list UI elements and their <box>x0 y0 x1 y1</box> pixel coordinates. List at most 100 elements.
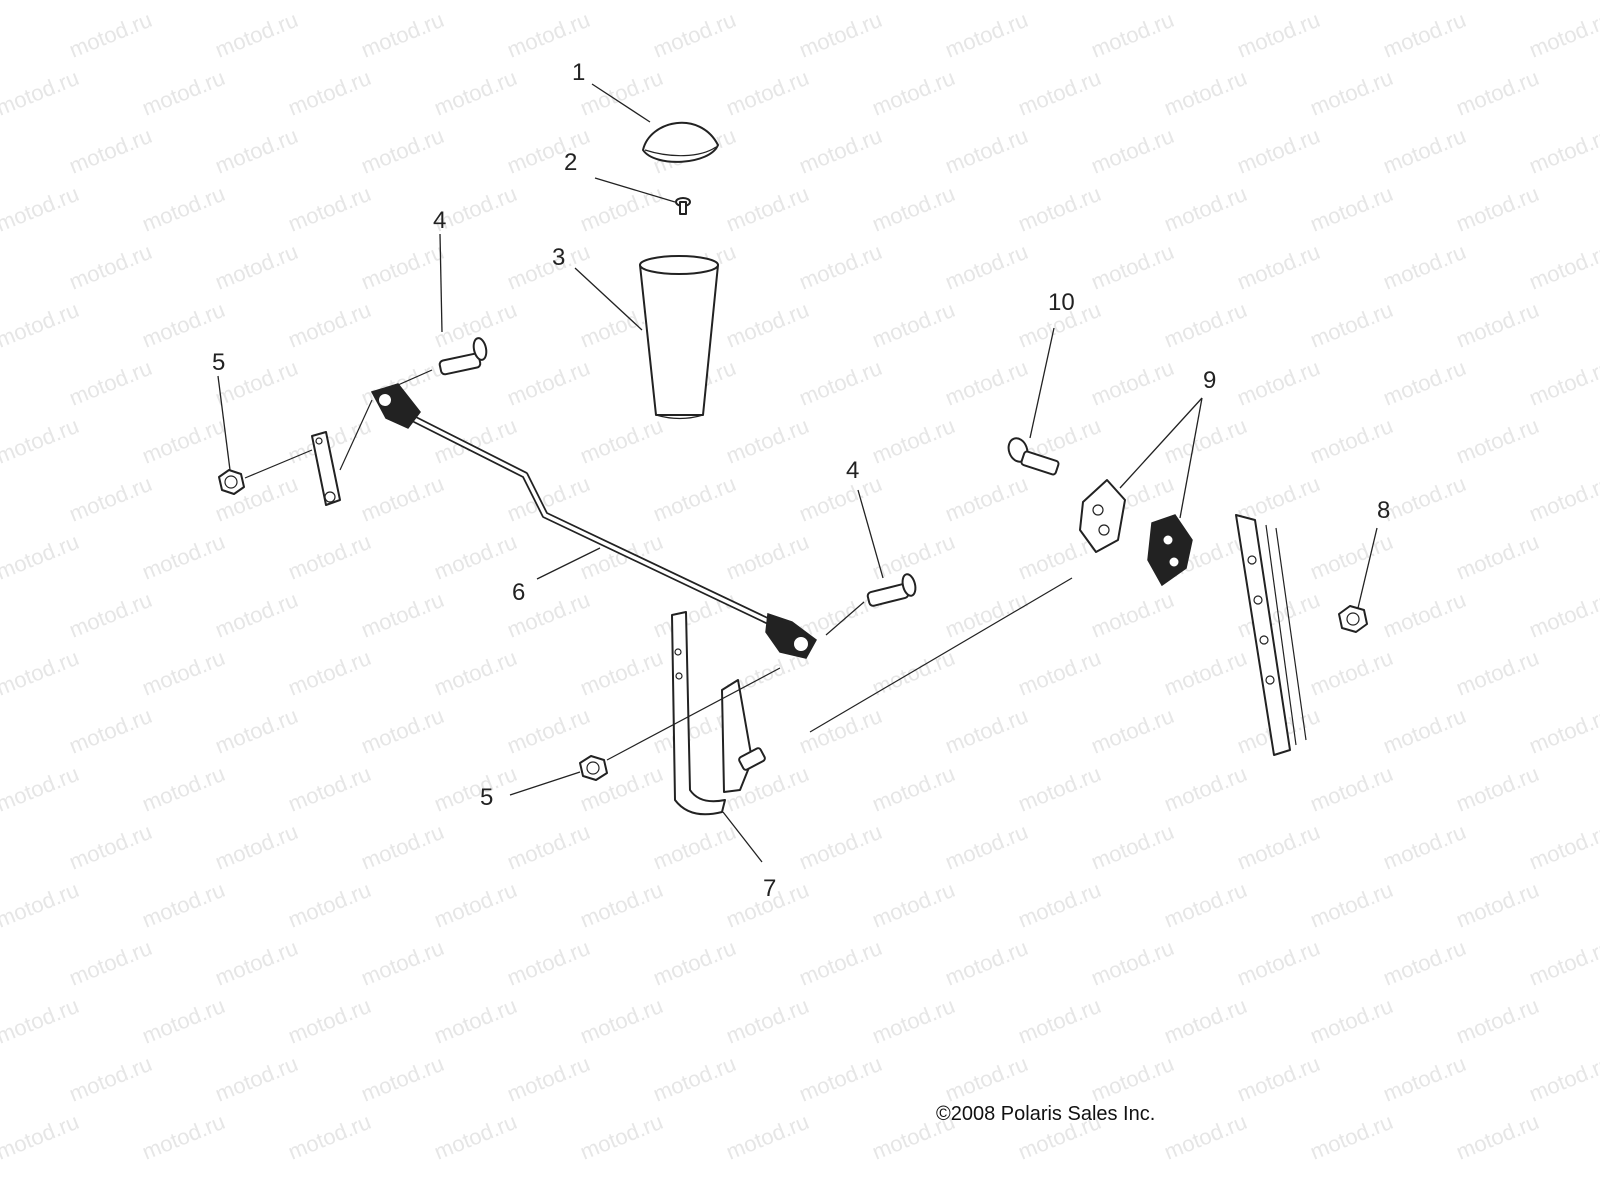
watermark-text: motod.ru <box>869 181 959 237</box>
watermark-text: motod.ru <box>504 1051 594 1107</box>
watermark-text: motod.ru <box>1161 1109 1251 1165</box>
watermark-text: motod.ru <box>139 877 229 933</box>
part-nut-lower <box>579 755 608 781</box>
watermark-text: motod.ru <box>139 413 229 469</box>
callout-6: 6 <box>512 579 525 606</box>
watermark-text: motod.ru <box>1526 703 1600 759</box>
watermark-text: motod.ru <box>358 1051 448 1107</box>
callout-3: 3 <box>552 244 565 271</box>
watermark-text: motod.ru <box>723 297 813 353</box>
watermark-text: motod.ru <box>1453 0 1543 5</box>
watermark-text: motod.ru <box>0 65 82 121</box>
watermark-text: motod.ru <box>1453 877 1543 933</box>
watermark-text: motod.ru <box>212 703 302 759</box>
watermark-text: motod.ru <box>66 471 156 527</box>
watermark-text: motod.ru <box>1234 7 1324 63</box>
watermark-text: motod.ru <box>1088 703 1178 759</box>
watermark-text: motod.ru <box>1453 645 1543 701</box>
watermark-text: motod.ru <box>1380 587 1470 643</box>
watermark-text: motod.ru <box>577 645 667 701</box>
watermark-text: motod.ru <box>1307 645 1397 701</box>
watermark-text: motod.ru <box>1015 993 1105 1049</box>
callout-10: 10 <box>1048 289 1075 316</box>
watermark-text: motod.ru <box>1453 993 1543 1049</box>
watermark-text: motod.ru <box>139 297 229 353</box>
watermark-text: motod.ru <box>1307 0 1397 5</box>
watermark-text: motod.ru <box>723 413 813 469</box>
assembly-line <box>244 449 313 479</box>
part-knob-cap <box>642 121 719 163</box>
watermark-text: motod.ru <box>285 1109 375 1165</box>
watermark-text: motod.ru <box>869 761 959 817</box>
watermark-text: motod.ru <box>942 355 1032 411</box>
part-nut-upper <box>218 469 245 495</box>
watermark-text: motod.ru <box>1234 355 1324 411</box>
watermark-text: motod.ru <box>139 993 229 1049</box>
watermark-text: motod.ru <box>1161 413 1251 469</box>
watermark-text: motod.ru <box>1307 413 1397 469</box>
watermark-text: motod.ru <box>869 297 959 353</box>
part-lever-plate <box>311 431 341 506</box>
watermark-text: motod.ru <box>577 413 667 469</box>
watermark-text: motod.ru <box>1526 471 1600 527</box>
part-bushing-a <box>1079 479 1126 553</box>
watermark-text: motod.ru <box>1526 935 1600 991</box>
watermark-text: motod.ru <box>1307 1109 1397 1165</box>
callout-7: 7 <box>763 875 776 902</box>
leader-line <box>439 233 443 333</box>
watermark-text: motod.ru <box>285 761 375 817</box>
watermark-text: motod.ru <box>1526 587 1600 643</box>
watermark-text: motod.ru <box>1526 7 1600 63</box>
watermark-text: motod.ru <box>1453 529 1543 585</box>
leader-line <box>1119 397 1203 489</box>
watermark-text: motod.ru <box>66 239 156 295</box>
watermark-text: motod.ru <box>942 819 1032 875</box>
watermark-text: motod.ru <box>723 65 813 121</box>
callout-4-upper: 4 <box>433 207 446 234</box>
watermark-text: motod.ru <box>1307 877 1397 933</box>
watermark-text: motod.ru <box>66 819 156 875</box>
watermark-text: motod.ru <box>0 1109 82 1165</box>
watermark-text: motod.ru <box>869 0 959 5</box>
watermark-text: motod.ru <box>358 587 448 643</box>
watermark-text: motod.ru <box>942 935 1032 991</box>
watermark-text: motod.ru <box>1234 819 1324 875</box>
watermark-text: motod.ru <box>1380 239 1470 295</box>
watermark-text: motod.ru <box>1015 65 1105 121</box>
watermark-text: motod.ru <box>796 703 886 759</box>
watermark-text: motod.ru <box>869 993 959 1049</box>
watermark-text: motod.ru <box>1380 819 1470 875</box>
watermark-text: motod.ru <box>1526 819 1600 875</box>
watermark-text: motod.ru <box>1307 181 1397 237</box>
watermark-text: motod.ru <box>0 181 82 237</box>
watermark-text: motod.ru <box>285 297 375 353</box>
part-shift-lever <box>671 611 766 816</box>
watermark-text: motod.ru <box>1234 935 1324 991</box>
watermark-text: motod.ru <box>431 993 521 1049</box>
watermark-text: motod.ru <box>0 645 82 701</box>
watermark-text: motod.ru <box>285 645 375 701</box>
watermark-text: motod.ru <box>1088 7 1178 63</box>
assembly-line <box>825 601 865 636</box>
watermark-text: motod.ru <box>1380 7 1470 63</box>
watermark-text: motod.ru <box>1015 645 1105 701</box>
watermark-text: motod.ru <box>1015 877 1105 933</box>
assembly-line <box>809 577 1073 733</box>
watermark-text: motod.ru <box>358 819 448 875</box>
watermark-text: motod.ru <box>0 413 82 469</box>
watermark-text: motod.ru <box>1088 239 1178 295</box>
watermark-text: motod.ru <box>212 239 302 295</box>
callout-8: 8 <box>1377 497 1390 524</box>
watermark-text: motod.ru <box>1088 123 1178 179</box>
watermark-text: motod.ru <box>0 0 82 5</box>
watermark-text: motod.ru <box>66 935 156 991</box>
watermark-text: motod.ru <box>66 7 156 63</box>
watermark-text: motod.ru <box>504 239 594 295</box>
watermark-text: motod.ru <box>1234 123 1324 179</box>
watermark-text: motod.ru <box>139 761 229 817</box>
watermark-text: motod.ru <box>1453 413 1543 469</box>
watermark-text: motod.ru <box>650 935 740 991</box>
watermark-text: motod.ru <box>212 819 302 875</box>
part-pin-upper <box>438 337 488 376</box>
watermark-text: motod.ru <box>139 65 229 121</box>
